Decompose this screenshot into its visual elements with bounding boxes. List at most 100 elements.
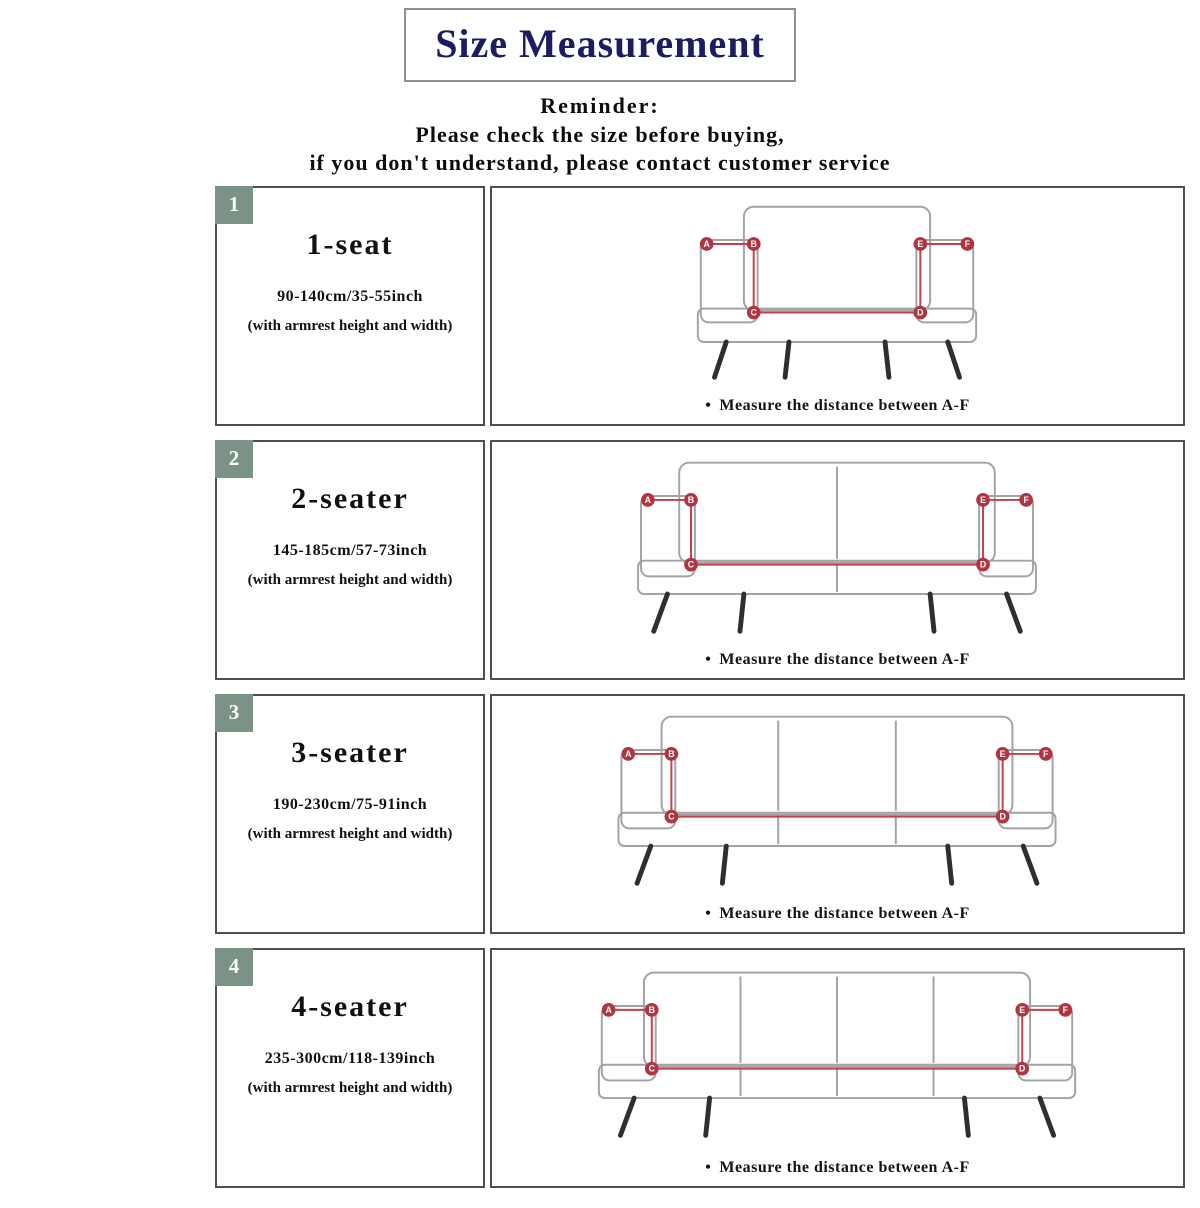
measure-point-label: C (649, 1063, 656, 1073)
measurement-overlay: A B C D E F (699, 236, 975, 320)
sofa-outline (617, 715, 1057, 847)
measure-point-label: F (1043, 749, 1049, 759)
size-row-4-seater: 4 4-seater 235-300cm/118-139inch (with a… (215, 947, 1185, 1188)
measure-point-dot (995, 746, 1010, 761)
sofa-1-seat-diagram: A B C D E F (696, 205, 978, 380)
measure-point-label: D (917, 307, 923, 317)
armrest-note: (with armrest height and width) (247, 1079, 453, 1096)
measure-caption-text: Measure the distance between A-F (719, 396, 970, 414)
measure-point-dot (684, 557, 698, 572)
measure-point-label: E (917, 239, 923, 249)
seat-size-range: 235-300cm/118-139inch (264, 1049, 436, 1067)
measure-point-label: B (649, 1005, 655, 1015)
bullet-icon: • (705, 1158, 712, 1176)
measure-point-dot (960, 236, 975, 251)
measure-point-label: E (1000, 749, 1006, 759)
measure-point-dot (1058, 1002, 1073, 1017)
reminder-heading: Reminder: (540, 93, 660, 118)
row-number-badge: 1 (215, 185, 253, 224)
measure-point-label: E (1019, 1005, 1025, 1015)
measure-point-label: D (999, 811, 1005, 821)
bullet-icon: • (705, 904, 712, 922)
sofa-diagram-box: A B C D E F • Measure the distance betwee… (490, 185, 1185, 426)
title-box: Size Measurement (404, 8, 796, 82)
sofa-outline (597, 971, 1077, 1099)
measure-point-dot (699, 236, 714, 251)
measure-point-label: A (703, 239, 710, 249)
measure-point-dot (995, 809, 1010, 824)
sofa-legs (712, 339, 962, 380)
measure-point-dot (664, 746, 679, 761)
sofa-legs (617, 1095, 1057, 1138)
measure-point-dot (746, 236, 761, 251)
measure-caption: • Measure the distance between A-F (492, 397, 1183, 415)
measure-caption-text: Measure the distance between A-F (719, 904, 970, 922)
measure-point-label: B (668, 749, 674, 759)
measure-caption-text: Measure the distance between A-F (719, 1158, 970, 1176)
bullet-icon: • (705, 396, 712, 414)
measure-point-label: A (645, 495, 652, 505)
measure-point-label: B (688, 495, 694, 505)
reminder-line-2: if you don't understand, please contact … (309, 150, 891, 176)
sofa-diagram-box: A B C D E F • Measure the distance betwee… (490, 947, 1185, 1188)
size-row-3-seater: 3 3-seater 190-230cm/75-91inch (with arm… (215, 693, 1185, 934)
sofa-outline (696, 205, 978, 343)
sofa-legs (634, 843, 1040, 886)
measure-point-label: C (751, 307, 758, 317)
measure-point-dot (1015, 1061, 1030, 1076)
size-row-2-seater: 2 2-seater 145-185cm/57-73inch (with arm… (215, 439, 1185, 680)
measure-caption: • Measure the distance between A-F (492, 1159, 1183, 1177)
size-info-box: 2 2-seater 145-185cm/57-73inch (with arm… (215, 439, 485, 680)
seat-type-label: 1-seat (306, 227, 394, 261)
measurement-overlay: A B C D E F (641, 492, 1034, 572)
seat-size-range: 90-140cm/35-55inch (277, 287, 423, 305)
reminder-line-1: Please check the size before buying, (415, 121, 785, 147)
row-number-badge: 2 (215, 439, 253, 478)
measure-point-dot (913, 305, 928, 320)
sofa-diagram-box: A B C D E F • Measure the distance betwee… (490, 693, 1185, 934)
measure-point-label: F (1023, 495, 1029, 505)
measure-point-label: C (688, 559, 695, 569)
measure-point-dot (976, 557, 990, 572)
seat-type-label: 2-seater (291, 481, 409, 515)
measure-point-dot (601, 1002, 616, 1017)
armrest-note: (with armrest height and width) (247, 317, 453, 334)
page-title: Size Measurement (435, 21, 765, 66)
bullet-icon: • (705, 650, 712, 668)
measure-point-dot (644, 1002, 659, 1017)
measure-point-dot (746, 305, 761, 320)
measure-caption-text: Measure the distance between A-F (719, 650, 970, 668)
measure-point-dot (976, 492, 990, 507)
armrest-note: (with armrest height and width) (247, 571, 453, 588)
measure-point-label: F (965, 239, 971, 249)
size-rows: 1 1-seat 90-140cm/35-55inch (with armres… (215, 185, 1185, 1188)
measure-point-dot (684, 492, 698, 507)
sofa-2-seater-diagram: A B C D E F (637, 461, 1037, 634)
measure-point-label: E (980, 495, 986, 505)
armrest-note: (with armrest height and width) (247, 825, 453, 842)
measure-caption: • Measure the distance between A-F (492, 905, 1183, 923)
measure-point-label: F (1063, 1005, 1069, 1015)
seat-size-range: 190-230cm/75-91inch (272, 795, 428, 813)
measure-point-dot (1019, 492, 1034, 507)
measure-point-label: D (980, 559, 986, 569)
measure-point-dot (644, 1061, 659, 1076)
sofa-legs (651, 591, 1023, 634)
measure-point-label: A (625, 749, 632, 759)
row-number-badge: 4 (215, 947, 253, 986)
sofa-4-seater-diagram: A B C D E F (597, 971, 1077, 1138)
size-info-box: 3 3-seater 190-230cm/75-91inch (with arm… (215, 693, 485, 934)
measurement-overlay: A B C D E F (621, 746, 1053, 824)
measure-point-label: B (751, 239, 757, 249)
size-info-box: 4 4-seater 235-300cm/118-139inch (with a… (215, 947, 485, 1188)
measure-point-dot (621, 746, 636, 761)
measure-point-dot (913, 236, 928, 251)
measurement-overlay: A B C D E F (601, 1002, 1073, 1076)
seat-type-label: 3-seater (291, 735, 409, 769)
measure-point-dot (664, 809, 679, 824)
row-number-badge: 3 (215, 693, 253, 732)
measure-point-dot (641, 492, 655, 507)
sofa-3-seater-diagram: A B C D E F (617, 715, 1057, 886)
size-info-box: 1 1-seat 90-140cm/35-55inch (with armres… (215, 185, 485, 426)
measure-point-label: C (668, 811, 675, 821)
